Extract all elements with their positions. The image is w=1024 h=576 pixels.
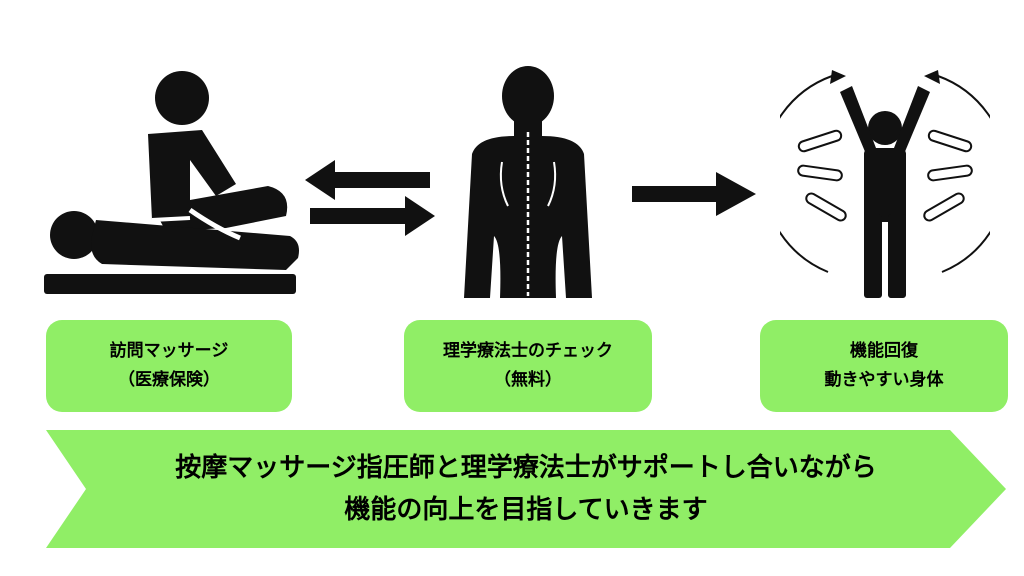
step-label-massage-sub: （医療保険） (118, 370, 220, 390)
right-arrow-icon (632, 172, 756, 216)
summary-line-1: 按摩マッサージ指圧師と理学療法士がサポートし合いながら (175, 453, 877, 483)
step-box-pt-check: 理学療法士のチェック （無料） (404, 320, 652, 412)
massage-therapist-icon (40, 60, 300, 305)
human-back-spine-icon (458, 66, 598, 298)
step-label-massage-title: 訪問マッサージ (109, 341, 229, 361)
step-box-recovery: 機能回復 動きやすい身体 (760, 320, 1008, 412)
step-box-massage: 訪問マッサージ （医療保険） (46, 320, 292, 412)
summary-line-2: 機能の向上を目指していきます (344, 495, 708, 525)
step-label-pt-sub: （無料） (494, 370, 562, 390)
step-label-recovery-sub: 動きやすい身体 (824, 370, 944, 390)
step-label-recovery-title: 機能回復 (850, 341, 918, 361)
two-way-arrows-icon (305, 160, 435, 236)
step-label-pt-title: 理学療法士のチェック (443, 341, 613, 361)
summary-banner: 按摩マッサージ指圧師と理学療法士がサポートし合いながら 機能の向上を目指していき… (46, 430, 1006, 548)
arms-raised-person-icon (780, 62, 990, 307)
